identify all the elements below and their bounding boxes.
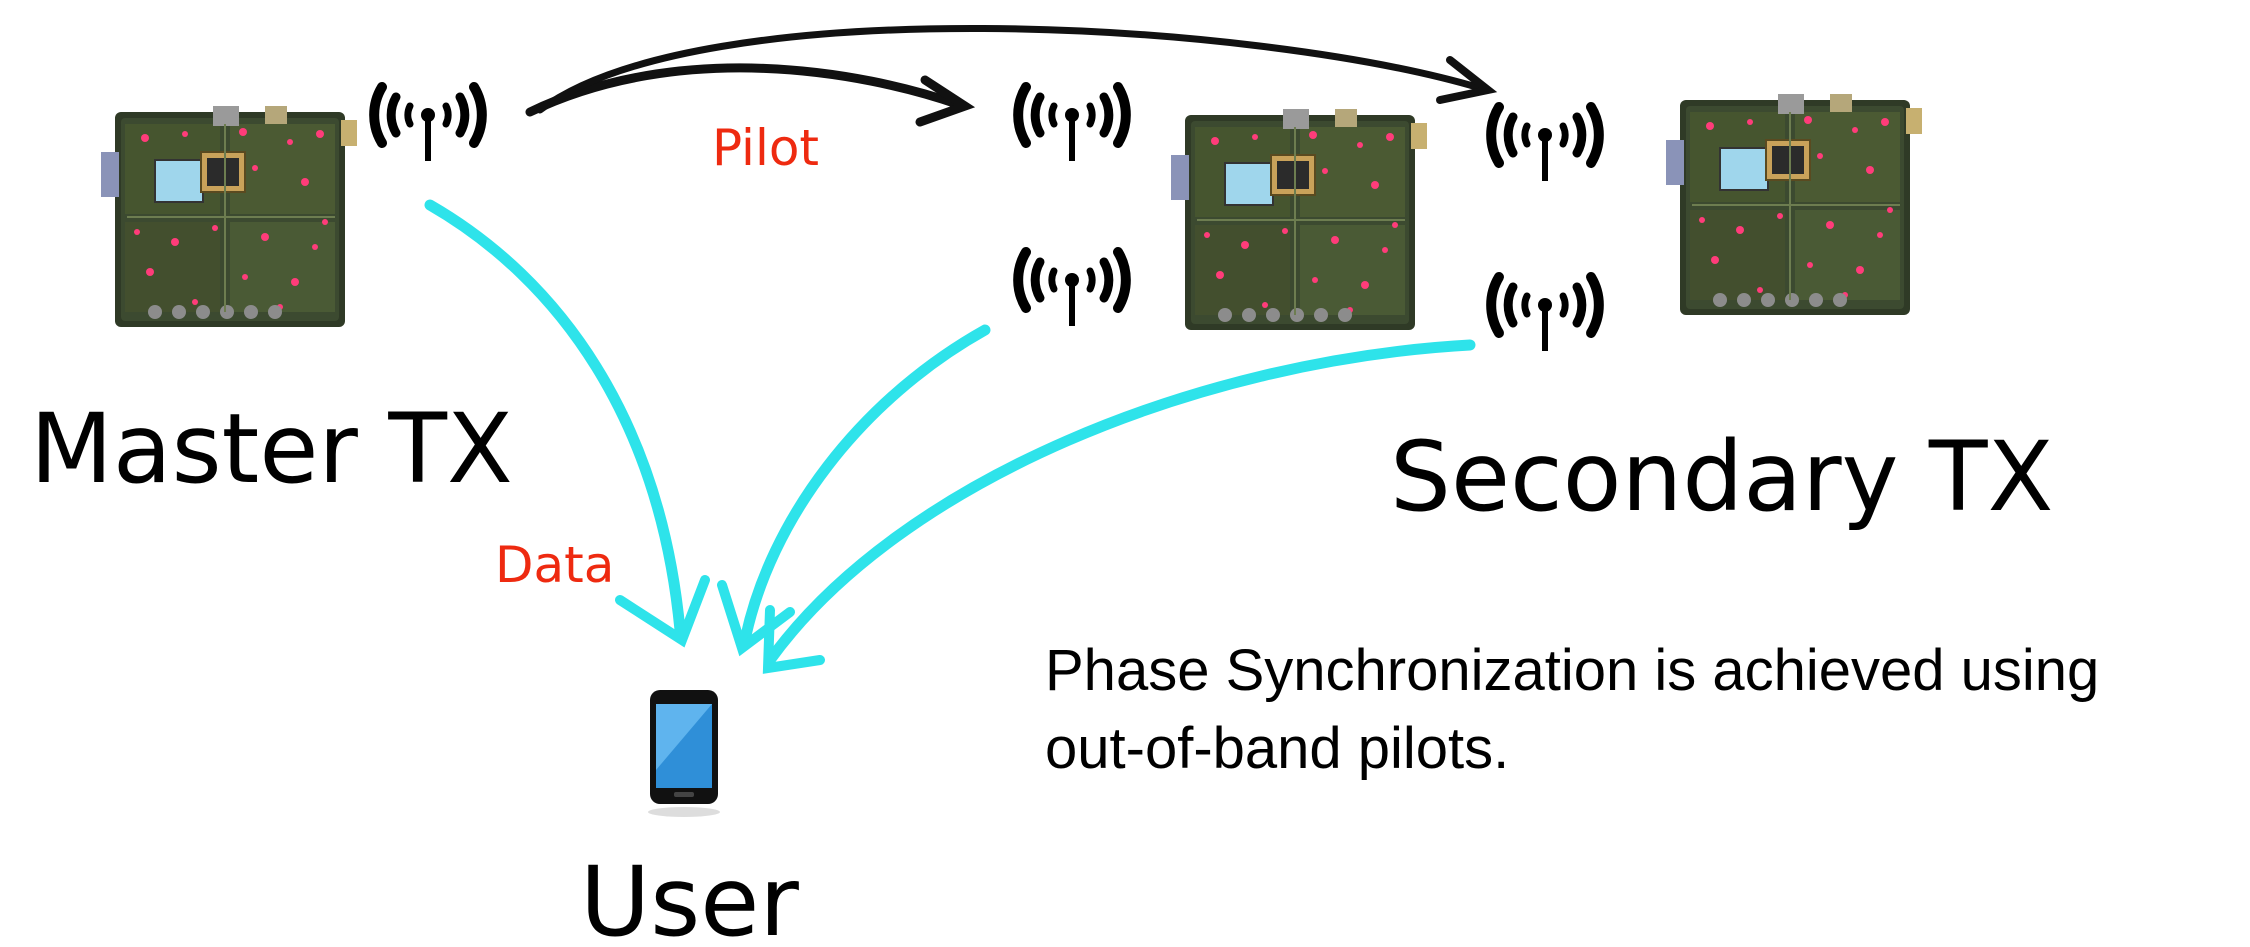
- data-arrow-master: [424, 199, 686, 636]
- antenna-icon-secondary-2a: [1491, 107, 1599, 181]
- data-arrow-secondary-1: [739, 324, 991, 646]
- user-label: User: [580, 846, 799, 947]
- board-image-secondary-2: [1665, 93, 1923, 316]
- data-label: Data: [495, 536, 614, 594]
- pilot-arrow-short: [525, 63, 965, 117]
- pilot-arrows: [525, 25, 1498, 127]
- board-image-master: [100, 105, 358, 328]
- master-tx-label: Master TX: [30, 393, 513, 505]
- board-image-secondary-1: [1170, 108, 1428, 331]
- description-line-2: out-of-band pilots.: [1045, 716, 1509, 781]
- data-arrow-secondary-2: [764, 339, 1476, 666]
- secondary-tx-label: Secondary TX: [1390, 421, 2053, 533]
- antenna-icon-secondary-1b: [1018, 252, 1126, 326]
- antenna-icon-secondary-2b: [1491, 277, 1599, 351]
- phone-icon: [648, 690, 720, 817]
- antenna-icon-master: [374, 87, 482, 161]
- antenna-icon-secondary-1a: [1018, 87, 1126, 161]
- pilot-label: Pilot: [712, 119, 819, 177]
- pilot-arrow-long: [536, 25, 1484, 114]
- data-arrows: [424, 199, 1476, 674]
- description-line-1: Phase Synchronization is achieved using: [1045, 638, 2099, 703]
